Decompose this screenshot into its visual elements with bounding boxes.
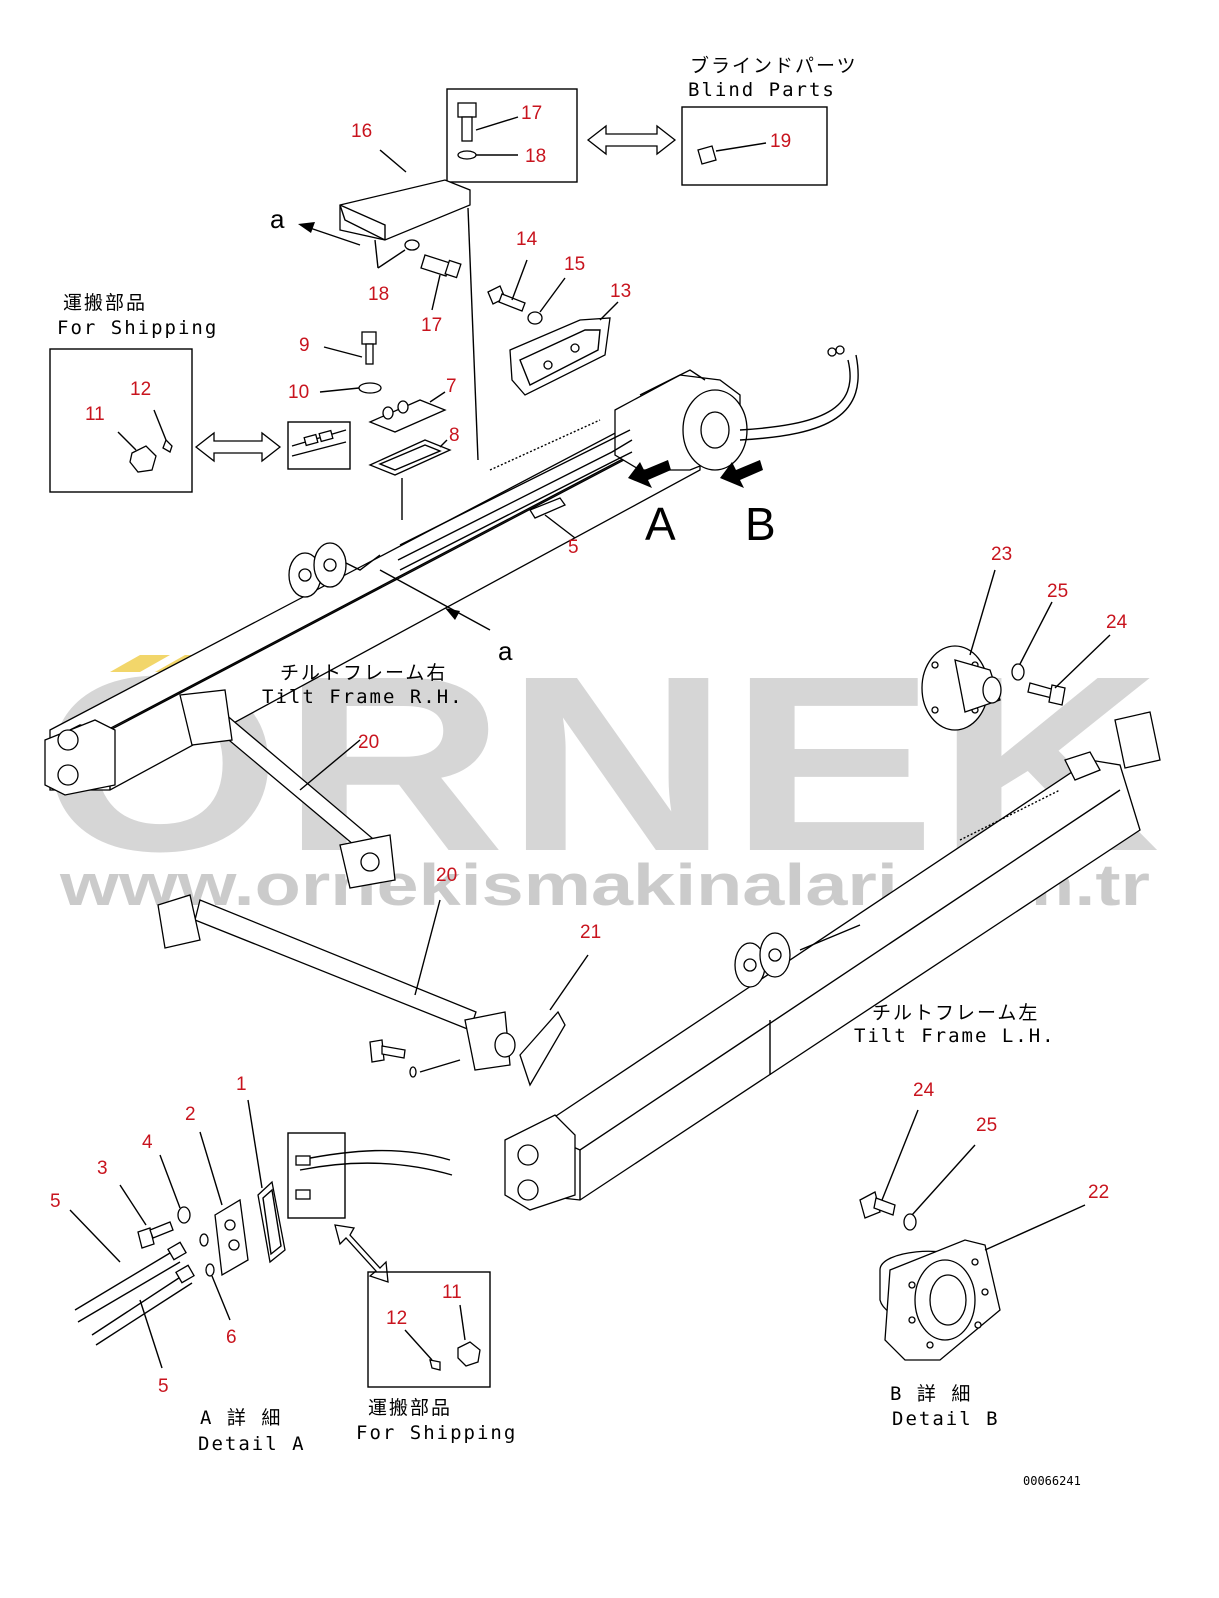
shipping-bottom-en-label: For Shipping bbox=[356, 1422, 517, 1444]
callout-1: 1 bbox=[236, 1074, 247, 1095]
tilt-frame-lh bbox=[504, 711, 1161, 1211]
callout-18: 18 bbox=[368, 284, 389, 305]
view-a-lower-label: a bbox=[498, 636, 513, 666]
blind-parts-jp-label: ブラインドパーツ bbox=[690, 54, 858, 77]
bolt-17b-icon bbox=[420, 254, 462, 311]
callout-25: 25 bbox=[976, 1115, 997, 1136]
shaft-20-upper-icon bbox=[179, 689, 396, 889]
blind-parts-box bbox=[681, 106, 828, 186]
callout-17: 17 bbox=[521, 103, 542, 124]
callout-11: 11 bbox=[85, 404, 105, 425]
callout-3: 3 bbox=[97, 1158, 108, 1179]
flange-23-icon bbox=[921, 569, 1002, 731]
callout-6: 6 bbox=[226, 1327, 237, 1348]
bracket-13-icon bbox=[509, 301, 619, 396]
bolt-9-icon bbox=[323, 331, 377, 365]
bolt-17-icon bbox=[457, 102, 519, 142]
double-arrow-left bbox=[194, 431, 282, 463]
callout-16: 16 bbox=[351, 121, 372, 142]
washer-25-upper-icon bbox=[1011, 601, 1053, 681]
shipping-bottom-jp-label: 運搬部品 bbox=[368, 1397, 452, 1419]
hose-detail-box bbox=[287, 421, 351, 470]
washer-15-icon bbox=[527, 277, 566, 325]
shipping-top-jp-label: 運搬部品 bbox=[63, 292, 147, 314]
gasket-21-icon bbox=[519, 954, 589, 1087]
gasket-8-icon bbox=[368, 439, 452, 476]
callout-5: 5 bbox=[50, 1191, 61, 1212]
nut-11b-icon bbox=[457, 1304, 481, 1367]
view-a-arrow-upper bbox=[298, 222, 361, 246]
bolt-washer-box bbox=[446, 88, 578, 183]
callout-23: 23 bbox=[991, 544, 1012, 565]
detail-a-jp-label: A 詳 細 bbox=[200, 1407, 282, 1429]
tilt-rh-jp-label: チルトフレーム右 bbox=[280, 662, 447, 684]
washer-10-icon bbox=[319, 382, 382, 394]
hose-fittings-icon bbox=[291, 429, 347, 457]
callout-22: 22 bbox=[1088, 1182, 1109, 1203]
detail-a-hose-icon bbox=[295, 1149, 453, 1200]
arrow-b-pointer bbox=[720, 460, 763, 488]
callout-15: 15 bbox=[564, 254, 585, 275]
arrow-a-pointer bbox=[628, 460, 671, 488]
shipping-box-top bbox=[49, 348, 193, 493]
nut-11-icon bbox=[117, 431, 157, 473]
callout-20: 20 bbox=[358, 732, 379, 753]
callout-21: 21 bbox=[580, 922, 601, 943]
double-arrow-bottom bbox=[334, 1224, 389, 1283]
arrow-a-label: A bbox=[645, 498, 676, 550]
callout-13: 13 bbox=[610, 281, 631, 302]
callout-9: 9 bbox=[299, 335, 310, 356]
tilt-rh-en-label: Tilt Frame R.H. bbox=[262, 686, 464, 708]
tilt-lh-jp-label: チルトフレーム左 bbox=[872, 1002, 1039, 1024]
blind-nut-19-icon bbox=[697, 142, 767, 165]
callout-4: 4 bbox=[142, 1132, 153, 1153]
detail-a-en-label: Detail A bbox=[198, 1433, 306, 1455]
callout-14: 14 bbox=[516, 229, 538, 250]
callout-24: 24 bbox=[913, 1080, 935, 1101]
bolt-14-icon bbox=[487, 259, 528, 312]
callout-19: 19 bbox=[770, 131, 791, 152]
detail-a-hose-box bbox=[287, 1132, 346, 1219]
callout-20: 20 bbox=[436, 865, 457, 886]
leader-16-down bbox=[467, 207, 479, 461]
bolt-24-upper-icon bbox=[1027, 634, 1111, 706]
callout-7: 7 bbox=[446, 376, 457, 397]
callout-5: 5 bbox=[568, 537, 579, 558]
callout-11: 11 bbox=[442, 1282, 462, 1303]
callout-24: 24 bbox=[1106, 612, 1128, 633]
callout-8: 8 bbox=[449, 425, 460, 446]
double-arrow-top bbox=[586, 124, 677, 156]
shaft-20-lower-icon bbox=[157, 894, 516, 1078]
plate-7-icon bbox=[368, 391, 447, 433]
pin-12b-icon bbox=[404, 1329, 441, 1371]
washer-18-icon bbox=[457, 150, 518, 160]
callout-25: 25 bbox=[1047, 581, 1068, 602]
detail-b-jp-label: B 詳 細 bbox=[890, 1383, 972, 1405]
arrow-b-label: B bbox=[745, 498, 776, 550]
detail-a-assembly bbox=[69, 1099, 286, 1369]
view-a-arrow-lower bbox=[379, 569, 491, 631]
callout-12: 12 bbox=[130, 379, 151, 400]
tilt-lh-en-label: Tilt Frame L.H. bbox=[854, 1025, 1056, 1047]
detail-b-en-label: Detail B bbox=[892, 1408, 1000, 1430]
shipping-top-en-label: For Shipping bbox=[57, 317, 218, 339]
callout-2: 2 bbox=[185, 1104, 196, 1125]
pin-12-icon bbox=[153, 409, 173, 453]
callout-18: 18 bbox=[525, 146, 546, 167]
detail-b-assembly bbox=[859, 1109, 1086, 1361]
callout-12: 12 bbox=[386, 1308, 407, 1329]
callout-layer: 1234555678910111112121314151617171818192… bbox=[50, 103, 1128, 1397]
callout-5: 5 bbox=[158, 1376, 169, 1397]
view-a-upper-label: a bbox=[270, 204, 285, 234]
blind-parts-en-label: Blind Parts bbox=[688, 79, 836, 101]
callout-10: 10 bbox=[288, 382, 309, 403]
cover-16-icon bbox=[339, 149, 471, 269]
shipping-box-bottom bbox=[367, 1271, 491, 1388]
drawing-number: 00066241 bbox=[1023, 1474, 1081, 1488]
callout-17: 17 bbox=[421, 315, 442, 336]
